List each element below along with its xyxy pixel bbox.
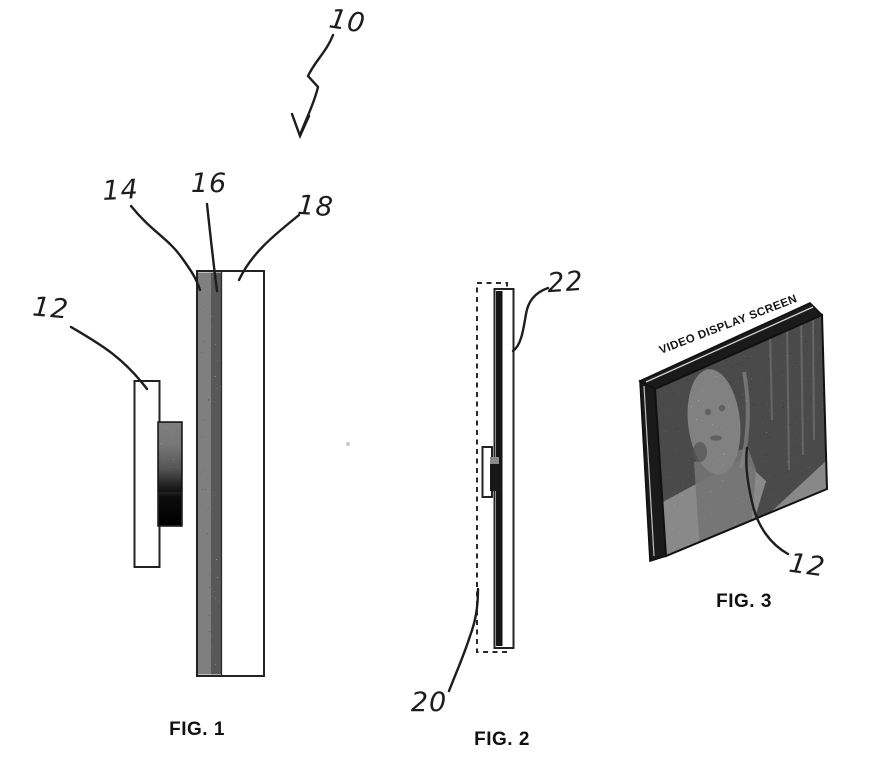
ref-label-20: 20	[411, 687, 447, 718]
fig2-assembly: 22 20 FIG. 2	[411, 266, 585, 750]
fig1-caption: FIG. 1	[169, 719, 225, 740]
ref-label-16: 16	[191, 168, 227, 199]
ref-label-12: 12	[31, 292, 70, 326]
fig3-screen-frame	[653, 313, 829, 558]
fig2-panel-dark-strip	[496, 291, 503, 646]
fig3-caption: FIG. 3	[716, 591, 772, 612]
fig2-standoff-highlight	[490, 457, 499, 464]
fig1-dark-layer-speckle	[198, 272, 211, 675]
fig3-top-face-highlight	[645, 306, 814, 383]
fig1-leader-12	[69, 325, 149, 391]
ref-label-22: 22	[546, 266, 584, 299]
fig3-assembly: VIDEO DISPLAY SCREEN 12 FIG. 3	[638, 293, 829, 612]
ref-label-18: 18	[296, 190, 334, 223]
fig2-leader-22	[511, 286, 550, 353]
fig1-graded-element-dither	[158, 422, 182, 492]
ref-label-14: 14	[102, 174, 140, 207]
fig1-graded-element	[157, 421, 183, 527]
assembly-arrow-shaft	[298, 33, 335, 137]
fig2-caption: FIG. 2	[474, 729, 530, 750]
fig1-front-panel	[133, 380, 161, 568]
fig1-mid-layer-speckle	[211, 272, 221, 675]
fig1-layered-panel	[196, 270, 265, 677]
fig1-leader-16	[205, 202, 219, 293]
ref-label-12-fig3: 12	[787, 548, 827, 584]
fig1-assembly: 12 14 16 18 FIG. 1	[31, 168, 335, 740]
fig2-standoff	[490, 457, 499, 491]
fig1-leader-18	[237, 213, 301, 282]
fig1-leader-14	[129, 204, 202, 292]
fig3-left-face-highlight	[643, 385, 655, 557]
ref-label-10: 10	[327, 3, 368, 39]
assembly-pointer: 10	[290, 3, 368, 140]
fig2-standoff-body	[490, 457, 499, 491]
fig3-leader-12	[745, 446, 790, 556]
assembly-arrowhead-icon	[290, 112, 311, 140]
fig2-leader-20	[447, 587, 480, 693]
scan-speck	[346, 442, 350, 446]
